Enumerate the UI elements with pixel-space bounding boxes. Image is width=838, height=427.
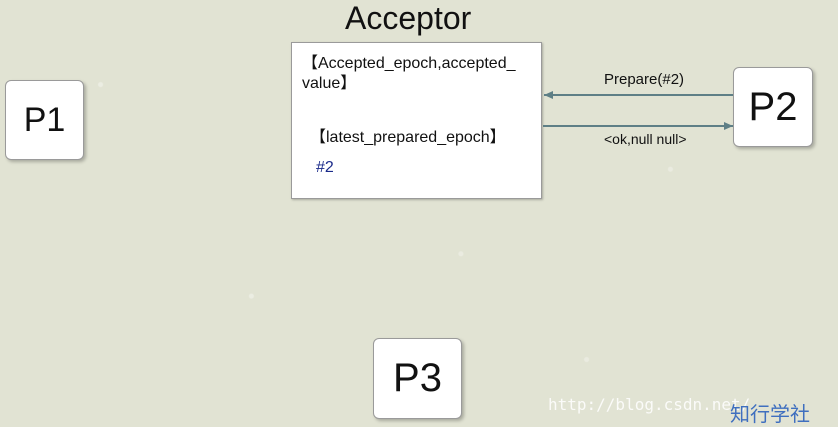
watermark-url: http://blog.csdn.net/ (548, 395, 751, 414)
watermark-brand: 知行学社 (730, 404, 810, 426)
process-p2: P2 (733, 67, 813, 147)
latest-prepared-epoch-label: 【latest_prepared_epoch】 (310, 129, 506, 146)
process-p1: P1 (5, 80, 84, 160)
latest-prepared-epoch-value: #2 (316, 159, 334, 176)
prepare-arrow-label: Prepare(#2) (604, 71, 685, 88)
accepted-epoch-label-line1: 【Accepted_epoch,accepted_ (302, 55, 516, 72)
acceptor-title: Acceptor (345, 0, 472, 36)
acceptor-box: 【Accepted_epoch,accepted_ value】 【latest… (291, 42, 542, 199)
reply-arrow-label: <ok,null null> (604, 131, 687, 147)
accepted-epoch-label-line2: value】 (302, 75, 357, 92)
process-p3: P3 (373, 338, 462, 419)
